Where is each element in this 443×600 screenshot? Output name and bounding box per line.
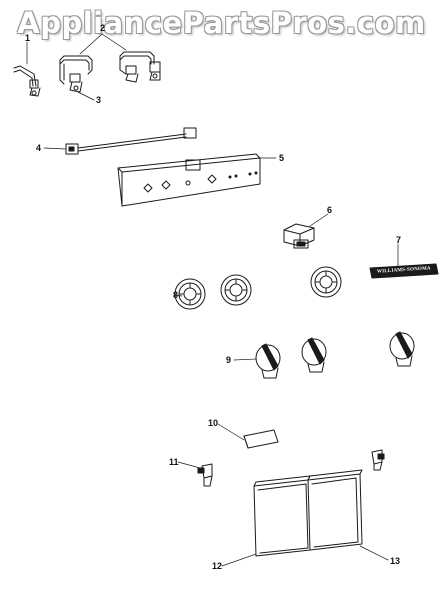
callout-7: 7 — [396, 235, 402, 245]
part-8-bezel-3 — [310, 266, 342, 298]
callout-12: 12 — [212, 561, 223, 571]
part-9-knob-1 — [255, 343, 281, 379]
callout-3: 3 — [96, 95, 102, 105]
callout-9: 9 — [226, 355, 232, 365]
part-11-hinge-left — [197, 463, 213, 487]
callout-11: 11 — [169, 457, 179, 467]
part-9-knob-3 — [389, 331, 415, 367]
callout-5: 5 — [279, 153, 285, 163]
callout-1: 1 — [25, 33, 31, 43]
callout-13: 13 — [390, 556, 401, 566]
callout-2: 2 — [100, 23, 106, 33]
part-10-trim — [243, 429, 279, 449]
callout-8: 8 — [173, 290, 179, 300]
part-1-burner-tube — [13, 65, 41, 97]
part-9-knob-2 — [301, 337, 327, 373]
callout-6: 6 — [327, 205, 333, 215]
callout-4: 4 — [36, 143, 42, 153]
part-4-igniter-bar — [65, 127, 197, 155]
part-2-burner-tube-right — [119, 51, 161, 83]
part-8-bezel-1 — [174, 278, 206, 310]
part-13-door-right — [307, 469, 363, 551]
part-12-door-left — [253, 475, 311, 557]
part-2-burner-tube-left — [59, 55, 93, 93]
part-8-bezel-2 — [220, 274, 252, 306]
part-7-nameplate — [369, 263, 439, 279]
part-6-igniter-module — [283, 223, 315, 249]
leader-lines — [26, 33, 399, 567]
part-11-hinge-right — [371, 449, 385, 471]
panel-knob-holes — [143, 171, 258, 193]
callout-10: 10 — [208, 418, 219, 428]
part-5-control-panel — [117, 153, 261, 207]
